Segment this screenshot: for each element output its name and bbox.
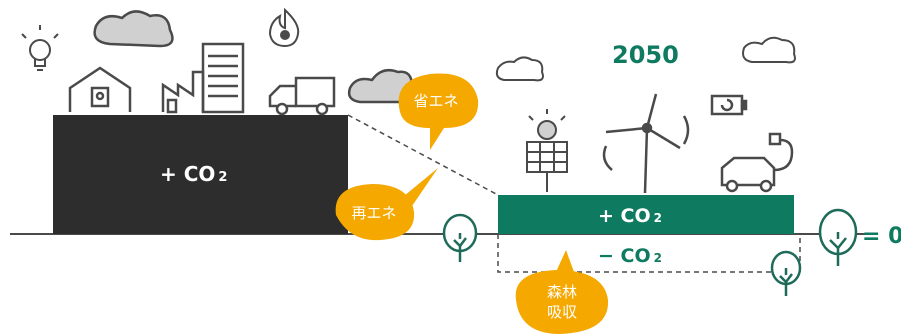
lightbulb-icon bbox=[21, 25, 59, 71]
electric-car-icon bbox=[720, 132, 794, 193]
current-emissions-block bbox=[53, 115, 348, 234]
building-icon bbox=[201, 42, 245, 114]
renewable-energy-bubble: 再エネ bbox=[335, 168, 438, 241]
forest-absorption-bubble: 森林 吸収 bbox=[515, 250, 609, 334]
absorption-outline bbox=[497, 234, 801, 273]
cloud-icon bbox=[93, 10, 174, 48]
forest-absorption-line1: 森林 bbox=[547, 283, 577, 301]
tree-icon bbox=[818, 208, 858, 266]
wind-turbine-icon bbox=[602, 93, 690, 194]
net-zero-result: = 0 bbox=[862, 224, 901, 249]
tree-icon bbox=[442, 213, 478, 262]
energy-saving-bubble: 省エネ bbox=[398, 73, 479, 150]
energy-saving-label: 省エネ bbox=[413, 92, 458, 110]
cloud-icon bbox=[742, 36, 796, 64]
battery-icon bbox=[710, 94, 748, 116]
reduction-guide-line bbox=[347, 114, 499, 196]
future-emissions-block bbox=[498, 195, 794, 234]
forest-absorption-line2: 吸収 bbox=[547, 303, 577, 321]
house-icon bbox=[68, 66, 132, 112]
target-year: 2050 bbox=[612, 41, 679, 69]
flame-icon bbox=[268, 7, 300, 48]
solar-panel-icon bbox=[526, 109, 568, 192]
renewable-energy-label: 再エネ bbox=[351, 204, 396, 222]
truck-icon bbox=[268, 76, 336, 116]
tree-icon bbox=[770, 250, 802, 296]
cloud-icon bbox=[495, 56, 544, 82]
factory-icon bbox=[161, 70, 205, 114]
